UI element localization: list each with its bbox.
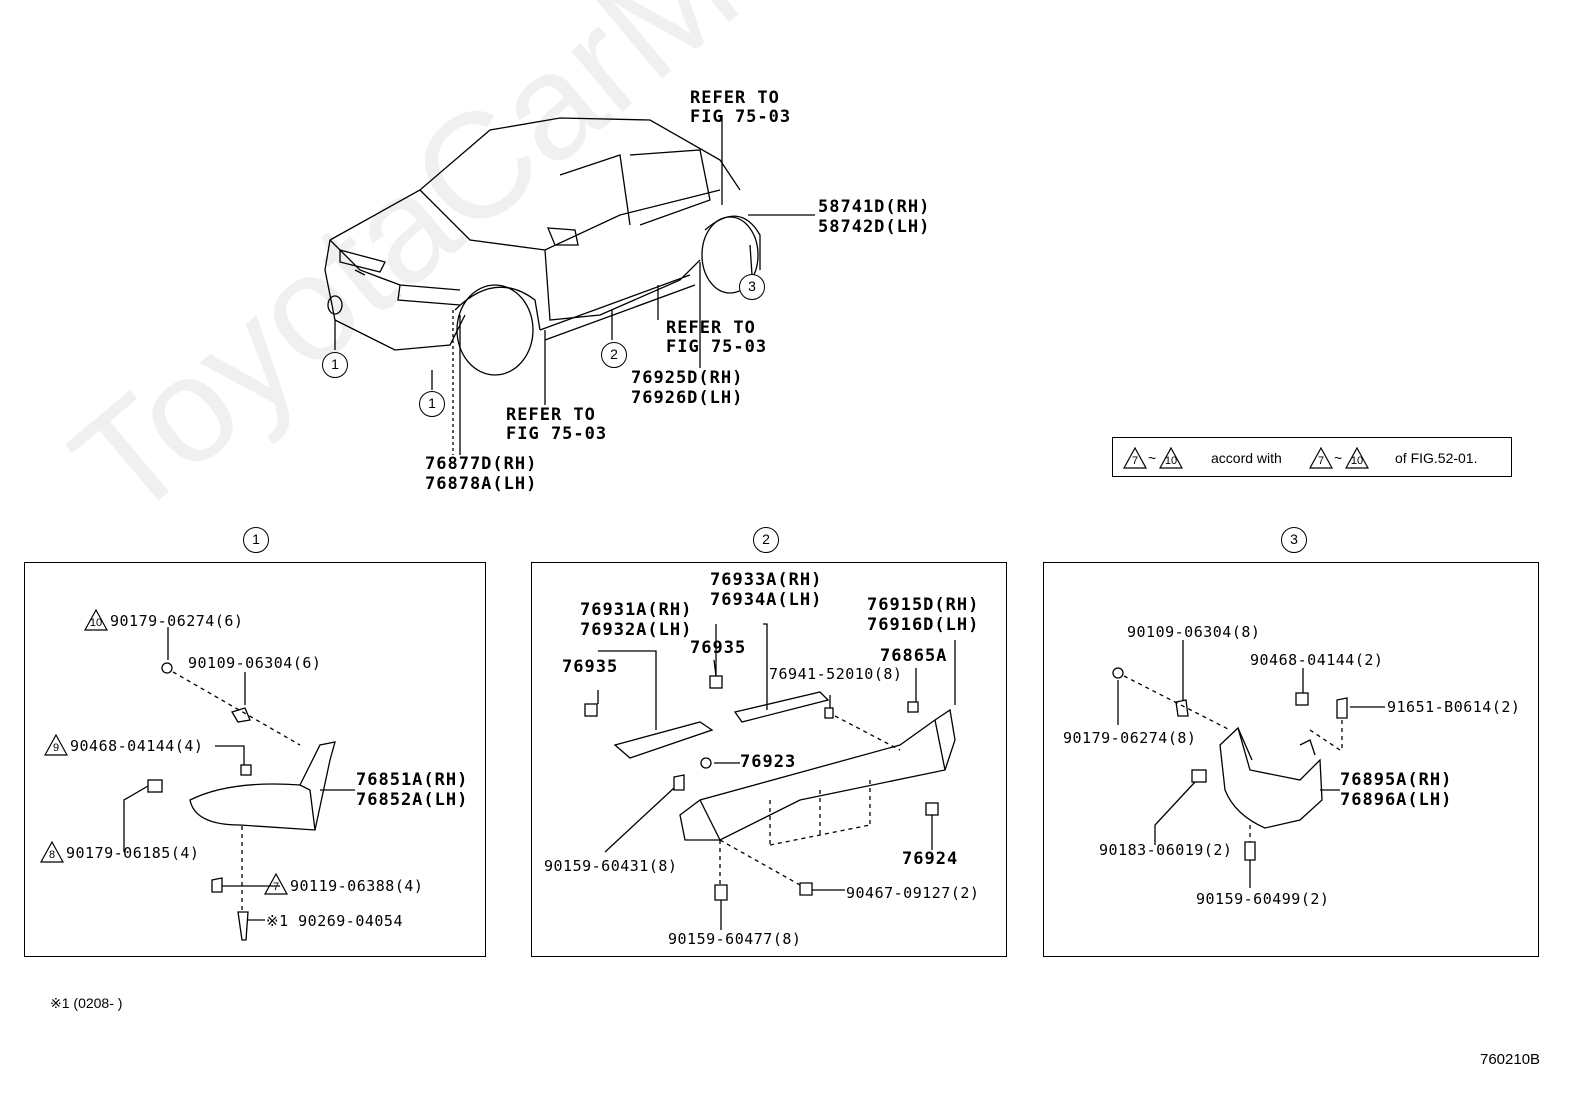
part-90179-06185: 90179-06185(4) bbox=[66, 844, 200, 862]
part-76935-left: 76935 bbox=[562, 657, 619, 677]
footnote: ※1 (0208- ) bbox=[50, 995, 123, 1011]
note-tilde-left: ~ bbox=[1148, 450, 1157, 466]
triangle-8-icon: 8 bbox=[40, 841, 64, 863]
refer-label-mid-2: FIG 75-03 bbox=[666, 337, 768, 357]
part-90109-06304-p3: 90109-06304(8) bbox=[1127, 623, 1261, 641]
refer-label-mid-1: REFER TO bbox=[666, 318, 756, 338]
part-76916d: 76916D(LH) bbox=[867, 615, 980, 635]
part-90468-04144-p3: 90468-04144(2) bbox=[1250, 651, 1384, 669]
part-76935-right: 76935 bbox=[690, 638, 747, 658]
part-76895a: 76895A(RH) bbox=[1340, 770, 1453, 790]
callout-1-flap[interactable]: 1 bbox=[419, 391, 445, 417]
part-76852a: 76852A(LH) bbox=[356, 790, 469, 810]
detail-panel-1 bbox=[24, 562, 486, 957]
panel-2-title: 2 bbox=[753, 527, 779, 553]
part-76931a: 76931A(RH) bbox=[580, 600, 693, 620]
part-76915d: 76915D(RH) bbox=[867, 595, 980, 615]
note-suffix: of FIG.52-01. bbox=[1395, 450, 1478, 466]
part-90159-60499: 90159-60499(2) bbox=[1196, 890, 1330, 908]
note-middle-text: accord with bbox=[1211, 450, 1282, 466]
part-90179-06274: 90179-06274(6) bbox=[110, 612, 244, 630]
accord-note: 7 ~ 10 accord with 7 ~ 10 of FIG.52-01. bbox=[1112, 437, 1512, 477]
figure-code: 760210B bbox=[1480, 1051, 1541, 1068]
part-76933a: 76933A(RH) bbox=[710, 570, 823, 590]
triangle-10b-icon: 10 bbox=[1345, 447, 1369, 469]
refer-label-top-1: REFER TO bbox=[690, 88, 780, 108]
part-90468-04144: 90468-04144(4) bbox=[70, 737, 204, 755]
detail-panel-3 bbox=[1043, 562, 1539, 957]
part-label-58741d: 58741D(RH) bbox=[818, 197, 931, 217]
part-76851a: 76851A(RH) bbox=[356, 770, 469, 790]
refer-label-low-1: REFER TO bbox=[506, 405, 596, 425]
part-76896a: 76896A(LH) bbox=[1340, 790, 1453, 810]
part-90109-06304: 90109-06304(6) bbox=[188, 654, 322, 672]
triangle-10-icon: 10 bbox=[1159, 447, 1183, 469]
part-label-58742d: 58742D(LH) bbox=[818, 217, 931, 237]
part-90119-06388: 90119-06388(4) bbox=[290, 877, 424, 895]
part-90183-06019: 90183-06019(2) bbox=[1099, 841, 1233, 859]
part-90269-04054: ※1 90269-04054 bbox=[266, 912, 403, 930]
refer-label-low-2: FIG 75-03 bbox=[506, 424, 608, 444]
part-76923: 76923 bbox=[740, 752, 797, 772]
triangle-10-icon: 10 bbox=[84, 609, 108, 631]
part-90467-09127: 90467-09127(2) bbox=[846, 884, 980, 902]
refer-label-top-2: FIG 75-03 bbox=[690, 107, 792, 127]
triangle-7-icon: 7 bbox=[1123, 447, 1147, 469]
panel-1-title: 1 bbox=[243, 527, 269, 553]
callout-1-front[interactable]: 1 bbox=[322, 352, 348, 378]
note-tilde-right: ~ bbox=[1334, 450, 1343, 466]
panel-3-title: 3 bbox=[1281, 527, 1307, 553]
triangle-7b-icon: 7 bbox=[1309, 447, 1333, 469]
callout-3-rear[interactable]: 3 bbox=[739, 274, 765, 300]
callout-2-sill[interactable]: 2 bbox=[601, 342, 627, 368]
part-76924: 76924 bbox=[902, 849, 959, 869]
part-label-76925d: 76925D(RH) bbox=[631, 368, 744, 388]
detail-panel-2 bbox=[531, 562, 1007, 957]
part-label-76877d: 76877D(RH) bbox=[425, 454, 538, 474]
part-76932a: 76932A(LH) bbox=[580, 620, 693, 640]
part-90179-06274-p3: 90179-06274(8) bbox=[1063, 729, 1197, 747]
part-90159-60431: 90159-60431(8) bbox=[544, 857, 678, 875]
part-label-76878a: 76878A(LH) bbox=[425, 474, 538, 494]
triangle-9-icon: 9 bbox=[44, 734, 68, 756]
triangle-7-icon: 7 bbox=[264, 873, 288, 895]
part-90159-60477: 90159-60477(8) bbox=[668, 930, 802, 948]
part-76934a: 76934A(LH) bbox=[710, 590, 823, 610]
part-76865a: 76865A bbox=[880, 646, 948, 666]
part-91651-b0614: 91651-B0614(2) bbox=[1387, 698, 1521, 716]
part-label-76926d: 76926D(LH) bbox=[631, 388, 744, 408]
part-76941-52010: 76941-52010(8) bbox=[769, 665, 903, 683]
